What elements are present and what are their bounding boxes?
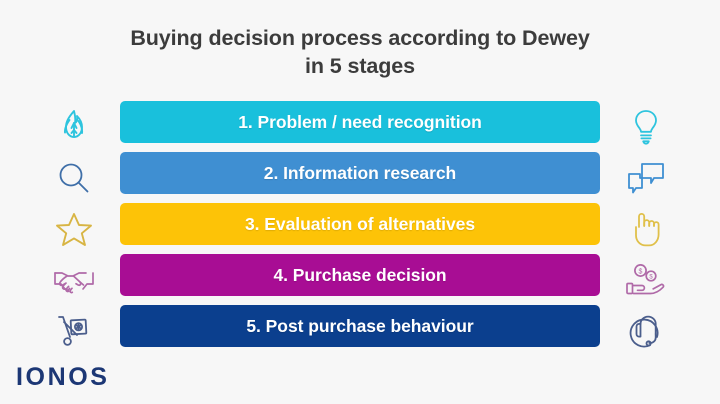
icon-slot-stage-4-right: $ $ <box>614 254 678 305</box>
title-line-2: in 5 stages <box>304 54 416 79</box>
icon-slot-stage-2-left <box>42 152 106 203</box>
stage-label-3: 3. Evaluation of alternatives <box>244 213 475 234</box>
right-icon-column: $ $ <box>614 101 678 356</box>
stage-row-1: 1. Problem / need recognition <box>120 101 600 143</box>
icon-slot-stage-3-left <box>42 203 106 254</box>
stage-bar-4[interactable]: 4. Purchase decision <box>120 254 600 296</box>
stage-label-4: 4. Purchase decision <box>273 264 447 285</box>
icon-slot-stage-5-left <box>42 305 106 356</box>
icon-slot-stage-3-right <box>614 203 678 254</box>
icon-slot-stage-5-right <box>614 305 678 356</box>
speech-bubbles-icon <box>626 161 666 195</box>
stage-label-5: 5. Post purchase behaviour <box>246 315 474 336</box>
stages-list: 1. Problem / need recognition 2. Informa… <box>120 101 600 356</box>
icon-slot-stage-1-left <box>42 101 106 152</box>
lightbulb-icon <box>631 108 661 146</box>
icon-slot-stage-4-left <box>42 254 106 305</box>
pointing-hand-icon <box>630 210 662 248</box>
flame-icon <box>57 108 91 146</box>
headset-support-icon <box>627 313 665 349</box>
stage-bar-1[interactable]: 1. Problem / need recognition <box>120 101 600 143</box>
icon-slot-stage-2-right <box>614 152 678 203</box>
stage-row-4: 4. Purchase decision <box>120 254 600 296</box>
svg-text:$: $ <box>639 268 643 275</box>
ionos-logo: IONOS <box>16 363 110 391</box>
icon-slot-stage-1-right <box>614 101 678 152</box>
svg-text:$: $ <box>649 274 653 280</box>
stage-row-5: 5. Post purchase behaviour <box>120 305 600 347</box>
handshake-icon <box>53 264 95 296</box>
left-icon-column <box>42 101 106 356</box>
page-title: Buying decision process according to Dew… <box>0 24 720 81</box>
stage-bar-5[interactable]: 5. Post purchase behaviour <box>120 305 600 347</box>
title-line-1: Buying decision process according to Dew… <box>130 26 590 50</box>
hand-truck-icon <box>55 313 93 349</box>
stage-label-1: 1. Problem / need recognition <box>238 111 482 132</box>
stage-row-2: 2. Information research <box>120 152 600 194</box>
magnifying-glass-icon <box>56 160 92 196</box>
stage-row-3: 3. Evaluation of alternatives <box>120 203 600 245</box>
stage-label-2: 2. Information research <box>263 162 457 183</box>
stage-bar-2[interactable]: 2. Information research <box>120 152 600 194</box>
stage-bar-3[interactable]: 3. Evaluation of alternatives <box>120 203 600 245</box>
hand-with-coins-icon: $ $ <box>625 262 667 298</box>
star-icon <box>55 211 93 247</box>
